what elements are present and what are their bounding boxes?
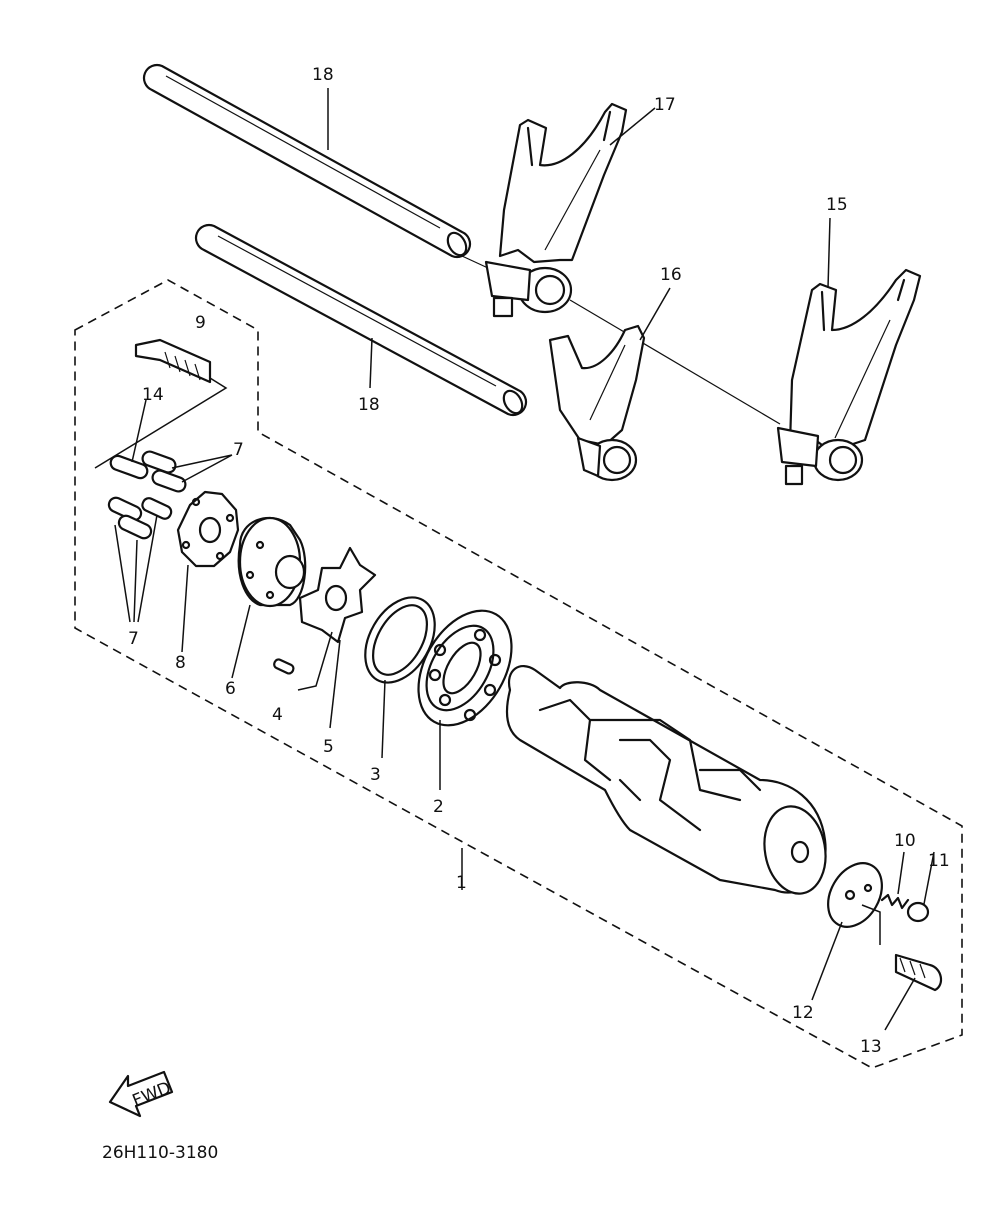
callout-18-lower: 18 [358,395,380,415]
callout-5: 5 [323,737,334,757]
callout-11: 11 [928,851,950,871]
screw-13 [884,953,943,1031]
star-cam-5 [298,546,377,644]
callout-18-upper: 18 [312,65,334,85]
cam-plate-12 [827,862,883,945]
callout-6: 6 [225,679,236,699]
pins-14-7 [107,450,233,623]
callout-2: 2 [433,797,444,817]
callout-13: 13 [860,1037,882,1057]
callout-7-lower: 7 [128,629,139,649]
callout-17: 17 [654,95,676,115]
bearing-2 [417,609,513,727]
callout-9: 9 [195,313,206,333]
callout-16: 16 [660,265,682,285]
spring-10-pin-11 [880,851,935,923]
shift-drum-1 [505,665,827,895]
callout-15: 15 [826,195,848,215]
screw-9 [94,338,228,469]
shift-rod-upper [142,63,472,259]
pin-4 [273,631,333,691]
segment-plate-8 [176,490,240,568]
callout-7-upper: 7 [233,440,244,460]
callout-14: 14 [142,385,164,405]
shift-rod-lower [194,223,528,417]
drum-end-6 [237,516,307,608]
callout-3: 3 [370,765,381,785]
callout-10: 10 [894,831,916,851]
fwd-arrow: FWD [108,1070,174,1118]
callout-8: 8 [175,653,186,673]
callout-4: 4 [272,705,283,725]
callout-1: 1 [456,873,467,893]
washer-3 [364,596,436,684]
figure-code: 26H110-3180 [102,1143,218,1163]
shift-fork-15 [776,268,922,486]
shift-fork-17 [484,102,628,318]
callout-12: 12 [792,1003,814,1023]
assembly-boundary [74,279,963,1069]
shift-fork-16 [548,324,646,482]
